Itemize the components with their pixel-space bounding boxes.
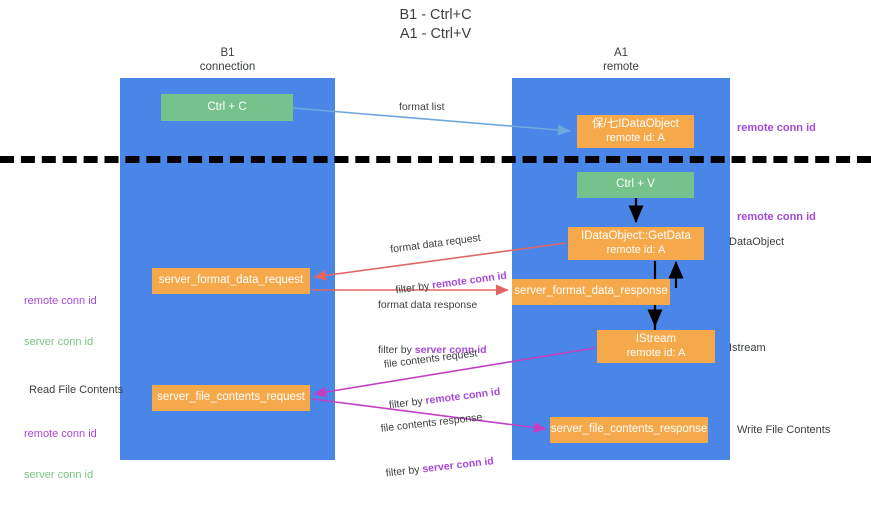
arrow-format-list <box>292 107 571 136</box>
node-server-format-data-request[interactable]: server_format_data_request <box>152 268 310 294</box>
edge-label-format-list: format list <box>399 101 445 113</box>
node-ctrl-c-label: Ctrl + C <box>207 100 247 113</box>
edge-label-format-data-response: format data response filter by server co… <box>378 272 487 384</box>
arrow-format-data-request <box>313 242 567 281</box>
label-remote-conn-id-top: remote conn id <box>737 122 816 134</box>
legend-server-conn-id-upper: server conn id <box>24 335 94 348</box>
node-ctrl-v-label: Ctrl + V <box>616 178 655 191</box>
node-server-format-data-response-label: server_format_data_response <box>514 285 668 298</box>
phase-divider <box>0 156 871 163</box>
arrow-file-contents-request <box>313 347 596 398</box>
label-read-file-contents: Read File Contents <box>29 384 124 396</box>
node-server-format-data-request-label: server_format_data_request <box>158 274 304 287</box>
node-server-file-contents-request[interactable]: server_file_contents_request <box>152 385 310 411</box>
connector-layer <box>292 107 684 433</box>
node-idataobject-sublabel: remote id: A <box>606 131 665 144</box>
node-istream[interactable]: IStream remote id: A <box>597 330 715 363</box>
edge-label-file-contents-request-main: file contents request <box>383 347 479 371</box>
node-ctrl-c[interactable]: Ctrl + C <box>161 94 293 121</box>
filter-prefix: filter by <box>385 462 423 479</box>
node-istream-sublabel: remote id: A <box>626 346 686 359</box>
node-server-file-contents-response[interactable]: server_file_contents_response <box>550 417 708 443</box>
legend-remote-conn-id-lower: remote conn id <box>24 428 97 440</box>
edge-label-file-contents-response-main: file contents response <box>380 411 483 435</box>
filter-prefix: filter by <box>378 343 415 356</box>
filter-key-server-conn-id: server conn id <box>421 454 495 475</box>
diagram-canvas: B1 - Ctrl+C A1 - Ctrl+V B1 connection A1… <box>0 7 871 481</box>
edge-label-format-data-request-main: format data request <box>389 231 482 256</box>
label-istream: Istream <box>729 342 766 354</box>
node-server-format-data-response[interactable]: server_format_data_response <box>512 279 670 305</box>
swimlane-header-b1: B1 connection <box>199 47 256 73</box>
node-idataobject-getdata[interactable]: IDataObject::GetData remote id: A <box>568 227 704 260</box>
edge-label-file-contents-response-filter: filter by server conn id <box>385 455 494 481</box>
legend-conn-ids-upper: remote conn id server conn id <box>24 268 97 376</box>
legend-remote-conn-id-upper: remote conn id <box>24 295 97 307</box>
node-idataobject-label: 保/七IDataObject <box>592 118 679 130</box>
label-write-file-contents: Write File Contents <box>737 424 831 436</box>
legend-conn-ids-lower: remote conn id server conn id <box>24 401 97 509</box>
node-istream-label: IStream <box>635 333 677 345</box>
node-getdata-sublabel: remote id: A <box>606 243 666 256</box>
node-getdata-label: IDataObject::GetData <box>581 230 691 242</box>
edge-label-format-data-response-filter: filter by server conn id <box>378 344 487 358</box>
label-remote-conn-id-mid: remote conn id <box>737 211 816 223</box>
node-idataobject[interactable]: 保/七IDataObject remote id: A <box>577 115 694 148</box>
arrow-file-contents-response <box>311 398 547 433</box>
node-server-file-contents-request-label: server_file_contents_request <box>157 391 305 404</box>
edge-label-format-data-response-main: format data response <box>378 299 478 311</box>
swimlane-header-a1: A1 remote <box>603 47 639 73</box>
legend-server-conn-id-lower: server conn id <box>24 468 94 481</box>
filter-key-server-conn-id: server conn id <box>414 343 487 356</box>
node-server-file-contents-response-label: server_file_contents_response <box>550 423 708 436</box>
node-ctrl-v[interactable]: Ctrl + V <box>577 172 694 198</box>
edge-label-file-contents-response: file contents response filter by server … <box>377 384 498 508</box>
label-dataobject: DataObject <box>729 236 785 248</box>
page-title: B1 - Ctrl+C A1 - Ctrl+V <box>399 7 472 42</box>
